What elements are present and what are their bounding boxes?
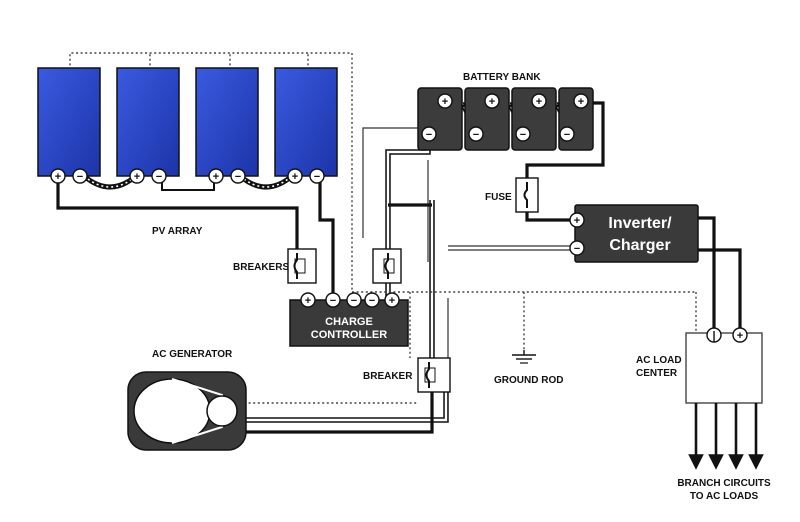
svg-text:−: − xyxy=(369,295,375,307)
svg-text:−: − xyxy=(77,171,83,183)
fuse-label: FUSE xyxy=(485,192,512,203)
ac-load-center-line1: AC LOAD xyxy=(636,355,682,366)
svg-text:−: − xyxy=(314,171,320,183)
svg-text:+: + xyxy=(578,96,584,108)
svg-text:−: − xyxy=(156,171,162,183)
breakers-label: BREAKERS xyxy=(233,262,289,273)
svg-text:|: | xyxy=(712,330,715,342)
svg-text:−: − xyxy=(574,243,580,255)
battery-terminals: + − + − + − + − xyxy=(421,93,589,142)
ac-load-center: | + xyxy=(685,327,763,404)
fuse-icon xyxy=(515,177,539,213)
solar-panel-icon xyxy=(195,67,259,177)
branch-circuits-line1: BRANCH CIRCUITS xyxy=(677,478,771,489)
svg-text:−: − xyxy=(564,129,570,141)
svg-text:+: + xyxy=(55,171,61,183)
svg-text:−: − xyxy=(473,129,479,141)
inverter-label-line1: Inverter/ xyxy=(608,215,672,232)
svg-text:−: − xyxy=(330,295,336,307)
svg-text:+: + xyxy=(536,96,542,108)
svg-text:+: + xyxy=(737,330,743,342)
solar-panel-icon xyxy=(116,67,180,177)
svg-text:+: + xyxy=(305,295,311,307)
ac-load-center-line2: CENTER xyxy=(636,368,678,379)
branch-circuits-line2: TO AC LOADS xyxy=(690,491,759,502)
svg-text:+: + xyxy=(489,96,495,108)
svg-text:+: + xyxy=(213,171,219,183)
svg-text:−: − xyxy=(235,171,241,183)
breaker-label: BREAKER xyxy=(363,371,413,382)
branch-circuit-arrows xyxy=(688,403,764,470)
pv-array-label: PV ARRAY xyxy=(152,226,203,237)
pv-terminals: + − + − + − + − xyxy=(50,168,325,184)
svg-text:−: − xyxy=(520,129,526,141)
svg-text:−: − xyxy=(426,129,432,141)
breaker-icon xyxy=(287,248,317,284)
svg-text:+: + xyxy=(574,215,580,227)
ground-rod-label: GROUND ROD xyxy=(494,375,563,386)
charge-controller-line2: CONTROLLER xyxy=(311,329,387,341)
ac-generator-label: AC GENERATOR xyxy=(152,349,233,360)
breaker-icon xyxy=(417,357,451,393)
charge-controller-line1: CHARGE xyxy=(325,316,373,328)
svg-text:+: + xyxy=(292,171,298,183)
wiring xyxy=(56,52,742,434)
inverter-label-line2: Charger xyxy=(609,237,670,254)
battery-bank-label: BATTERY BANK xyxy=(463,72,541,83)
charge-controller: CHARGE CONTROLLER + − − − + xyxy=(289,292,409,347)
solar-panel-icon xyxy=(274,67,338,177)
svg-text:−: − xyxy=(351,295,357,307)
inverter-charger: Inverter/ Charger + − xyxy=(569,204,699,263)
solar-panel-icon xyxy=(37,67,101,177)
ground-icon xyxy=(512,350,536,364)
breaker-icon xyxy=(372,248,402,284)
generator-icon xyxy=(127,371,247,451)
svg-text:+: + xyxy=(389,295,395,307)
battery-bank: + − + − + − + − xyxy=(417,87,594,151)
svg-text:+: + xyxy=(442,96,448,108)
pv-array: + − + − + − + − xyxy=(37,67,338,184)
svg-text:+: + xyxy=(134,171,140,183)
